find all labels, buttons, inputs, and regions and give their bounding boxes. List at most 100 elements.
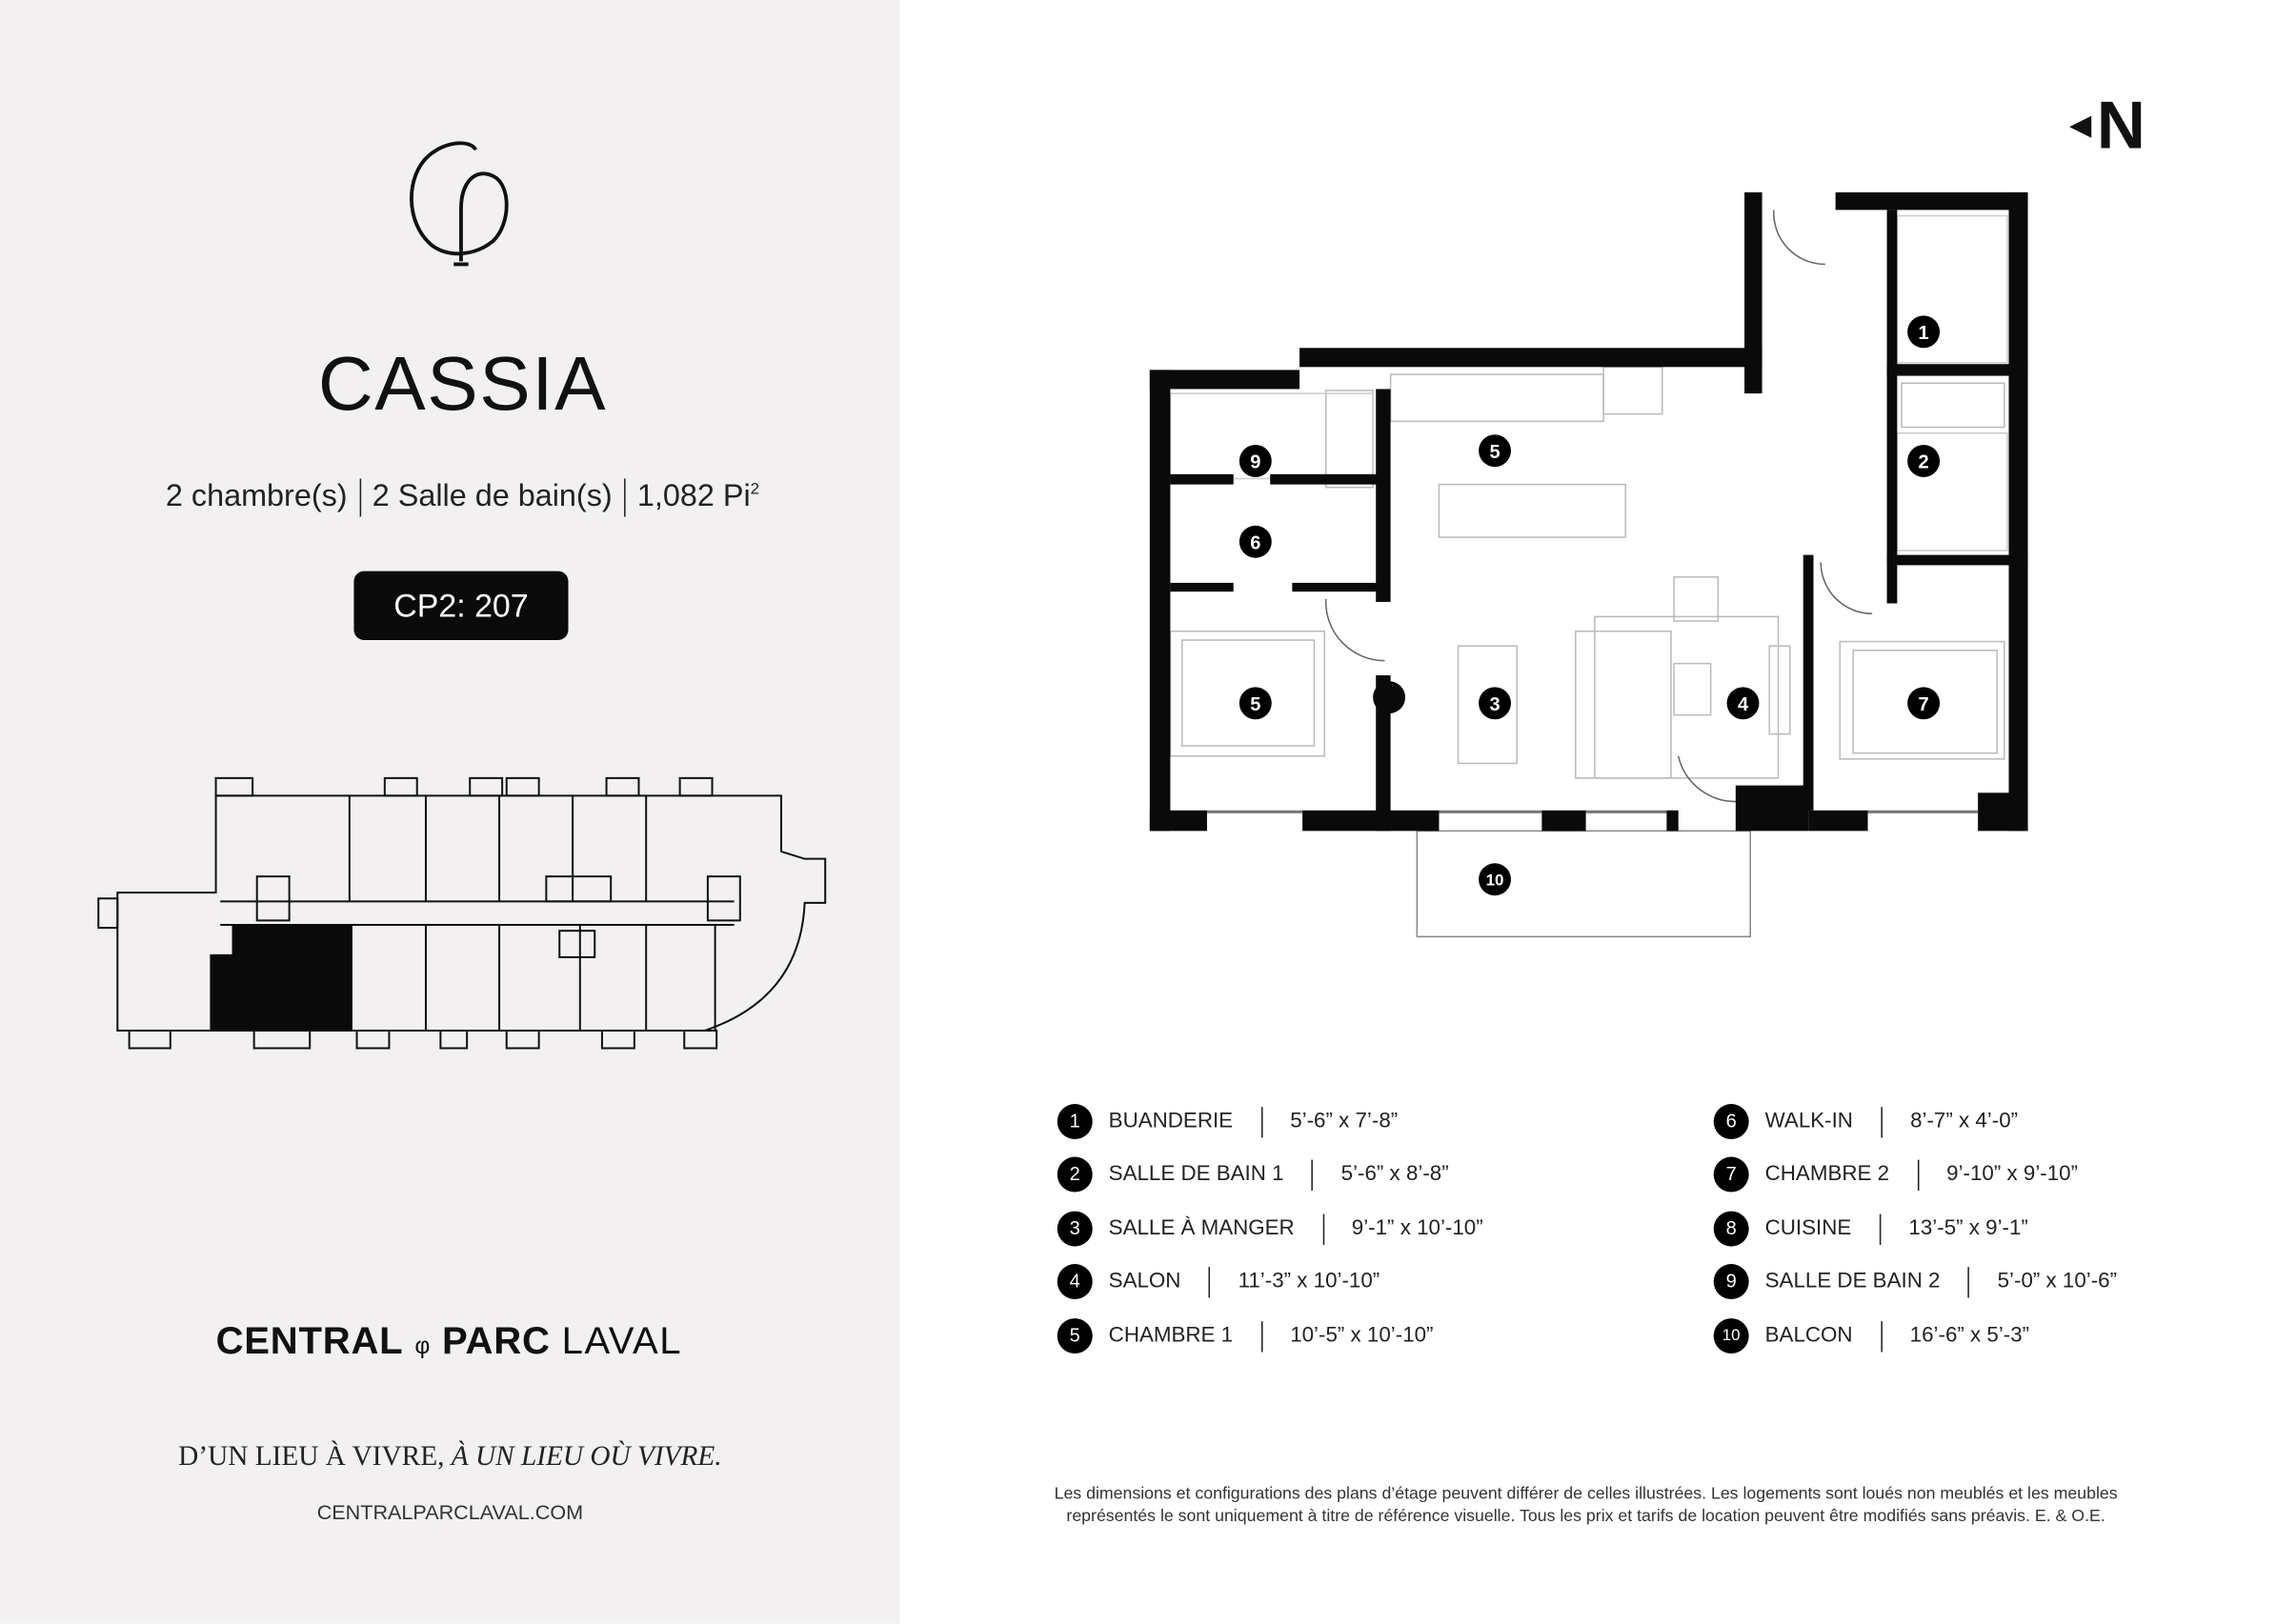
room-name: SALLE À MANGER bbox=[1108, 1216, 1295, 1241]
tagline: D’UN LIEU À VIVRE, À UN LIEU OÙ VIVRE. bbox=[0, 1442, 900, 1474]
legend-number: 6 bbox=[1713, 1104, 1749, 1140]
room-marker: 7 bbox=[1907, 687, 1941, 720]
tagline-regular: D’UN LIEU À VIVRE, bbox=[178, 1441, 445, 1473]
room-name: CHAMBRE 2 bbox=[1764, 1162, 1890, 1187]
disclaimer: Les dimensions et configurations des pla… bbox=[969, 1484, 2203, 1528]
legend-item: 4 SALON 11’-3” x 10’-10” bbox=[1057, 1264, 1380, 1300]
divider bbox=[1260, 1106, 1262, 1137]
disclaimer-line: représentés le sont uniquement à titre d… bbox=[1066, 1507, 2105, 1526]
legend-number: 2 bbox=[1057, 1156, 1093, 1193]
legend-number: 1 bbox=[1057, 1104, 1093, 1140]
brand-logo-icon bbox=[410, 141, 509, 267]
divider bbox=[1881, 1106, 1883, 1137]
website-link[interactable]: CENTRALPARCLAVAL.COM bbox=[316, 1500, 584, 1524]
room-name: SALLE DE BAIN 2 bbox=[1764, 1270, 1941, 1293]
room-dims: 16’-6” x 5’-3” bbox=[1909, 1324, 2030, 1348]
divider bbox=[1260, 1320, 1262, 1352]
north-label: N bbox=[2096, 86, 2145, 164]
room-marker: 9 bbox=[1239, 445, 1272, 477]
bathrooms: 2 Salle de bain(s) bbox=[372, 479, 613, 513]
furniture-layer bbox=[1169, 210, 2008, 938]
room-dims: 5’-0” x 10’-6” bbox=[1997, 1270, 2118, 1293]
disclaimer-line: Les dimensions et configurations des pla… bbox=[1054, 1485, 2118, 1504]
divider bbox=[1917, 1158, 1919, 1191]
area: 1,082 Pi bbox=[636, 479, 751, 513]
room-marker: 4 bbox=[1726, 687, 1760, 720]
legend-number: 8 bbox=[1713, 1211, 1749, 1247]
info-panel: CASSIA 2 chambre(s) 2 Salle de bain(s) 1,0… bbox=[0, 0, 900, 1624]
room-dims: 13’-5” x 9’-1” bbox=[1908, 1216, 2028, 1241]
legend-item: 1 BUANDERIE 5’-6” x 7’-8” bbox=[1057, 1104, 1399, 1140]
bedrooms: 2 chambre(s) bbox=[165, 479, 348, 513]
room-name: SALLE DE BAIN 1 bbox=[1108, 1162, 1284, 1187]
legend-item: 10 BALCON 16’-6” x 5’-3” bbox=[1713, 1318, 2030, 1354]
legend-number: 4 bbox=[1057, 1264, 1093, 1300]
divider bbox=[1967, 1266, 1970, 1297]
legend-item: 2 SALLE DE BAIN 1 5’-6” x 8’-8” bbox=[1057, 1156, 1449, 1193]
room-marker: 10 bbox=[1479, 863, 1511, 896]
legend-number: 7 bbox=[1713, 1156, 1749, 1193]
room-name: WALK-IN bbox=[1764, 1110, 1853, 1133]
wordmark-laval: LAVAL bbox=[561, 1318, 683, 1363]
room-dims: 9’-10” x 9’-10” bbox=[1946, 1162, 2079, 1187]
unit-name: CASSIA bbox=[317, 342, 608, 428]
legend-item: 5 CHAMBRE 1 10’-5” x 10’-10” bbox=[1057, 1318, 1434, 1354]
room-marker: 5 bbox=[1479, 434, 1511, 468]
svg-text:10: 10 bbox=[1486, 871, 1504, 889]
svg-text:5: 5 bbox=[1250, 694, 1260, 715]
room-marker: 2 bbox=[1907, 445, 1941, 477]
unit-specs: 2 chambre(s) 2 Salle de bain(s) 1,082 Pi2 bbox=[0, 478, 925, 517]
legend-number: 5 bbox=[1057, 1318, 1093, 1354]
legend-item: 9 SALLE DE BAIN 2 5’-0” x 10’-6” bbox=[1713, 1264, 2118, 1300]
brand-wordmark: CENTRAL φ PARC LAVAL bbox=[216, 1318, 683, 1364]
room-dims: 5’-6” x 8’-8” bbox=[1340, 1162, 1449, 1187]
walls-layer bbox=[1149, 191, 2028, 832]
room-name: SALON bbox=[1108, 1270, 1181, 1293]
divider bbox=[1880, 1320, 1883, 1352]
divider bbox=[1208, 1266, 1211, 1297]
room-name: CHAMBRE 1 bbox=[1108, 1324, 1234, 1348]
legend-item: 7 CHAMBRE 2 9’-10” x 9’-10” bbox=[1713, 1156, 2079, 1193]
wordmark-parc: PARC bbox=[442, 1318, 551, 1363]
room-marker: 5 bbox=[1239, 687, 1272, 720]
building-key-plan bbox=[97, 776, 827, 1050]
wordmark-central: CENTRAL bbox=[215, 1318, 404, 1363]
room-dims: 11’-3” x 10’-10” bbox=[1238, 1270, 1380, 1293]
room-marker: 3 bbox=[1479, 687, 1511, 720]
room-dims: 9’-1” x 10’-10” bbox=[1351, 1216, 1483, 1241]
room-marker: 6 bbox=[1239, 525, 1272, 558]
room-name: BALCON bbox=[1764, 1324, 1853, 1348]
room-marker: 1 bbox=[1907, 315, 1941, 349]
divider bbox=[1321, 1213, 1324, 1245]
svg-text:2: 2 bbox=[1919, 452, 1929, 473]
room-dims: 5’-6” x 7’-8” bbox=[1290, 1110, 1399, 1133]
legend-item: 3 SALLE À MANGER 9’-1” x 10’-10” bbox=[1057, 1211, 1483, 1247]
divider bbox=[358, 478, 361, 517]
floor-plan: 1 2 5 9 6 5 3 4 7 10 bbox=[1149, 191, 2028, 938]
divider bbox=[1879, 1213, 1882, 1245]
svg-text:4: 4 bbox=[1738, 694, 1749, 715]
room-name: BUANDERIE bbox=[1108, 1110, 1234, 1133]
room-dims: 10’-5” x 10’-10” bbox=[1290, 1324, 1434, 1348]
unit-location-highlight bbox=[210, 925, 352, 1031]
area-unit-superscript: 2 bbox=[750, 480, 760, 499]
north-arrow-icon: ◀ bbox=[2070, 110, 2091, 140]
wordmark-logo-icon: φ bbox=[414, 1334, 432, 1360]
legend-item: 6 WALK-IN 8’-7” x 4’-0” bbox=[1713, 1104, 2019, 1140]
svg-text:6: 6 bbox=[1250, 532, 1260, 553]
svg-text:9: 9 bbox=[1250, 452, 1260, 473]
unit-code-badge: CP2: 207 bbox=[353, 571, 569, 641]
divider bbox=[624, 478, 626, 517]
north-indicator: ◀N bbox=[2070, 85, 2145, 164]
room-dims: 8’-7” x 4’-0” bbox=[1910, 1110, 2019, 1133]
svg-text:3: 3 bbox=[1489, 694, 1500, 715]
svg-text:1: 1 bbox=[1919, 323, 1929, 344]
legend-number: 9 bbox=[1713, 1264, 1749, 1300]
tagline-italic: À UN LIEU OÙ VIVRE. bbox=[451, 1441, 722, 1473]
svg-text:7: 7 bbox=[1919, 694, 1929, 715]
legend-number: 10 bbox=[1713, 1318, 1749, 1354]
legend-number: 3 bbox=[1057, 1211, 1093, 1247]
room-markers: 1 2 5 9 6 5 3 4 7 10 bbox=[1239, 315, 1941, 896]
